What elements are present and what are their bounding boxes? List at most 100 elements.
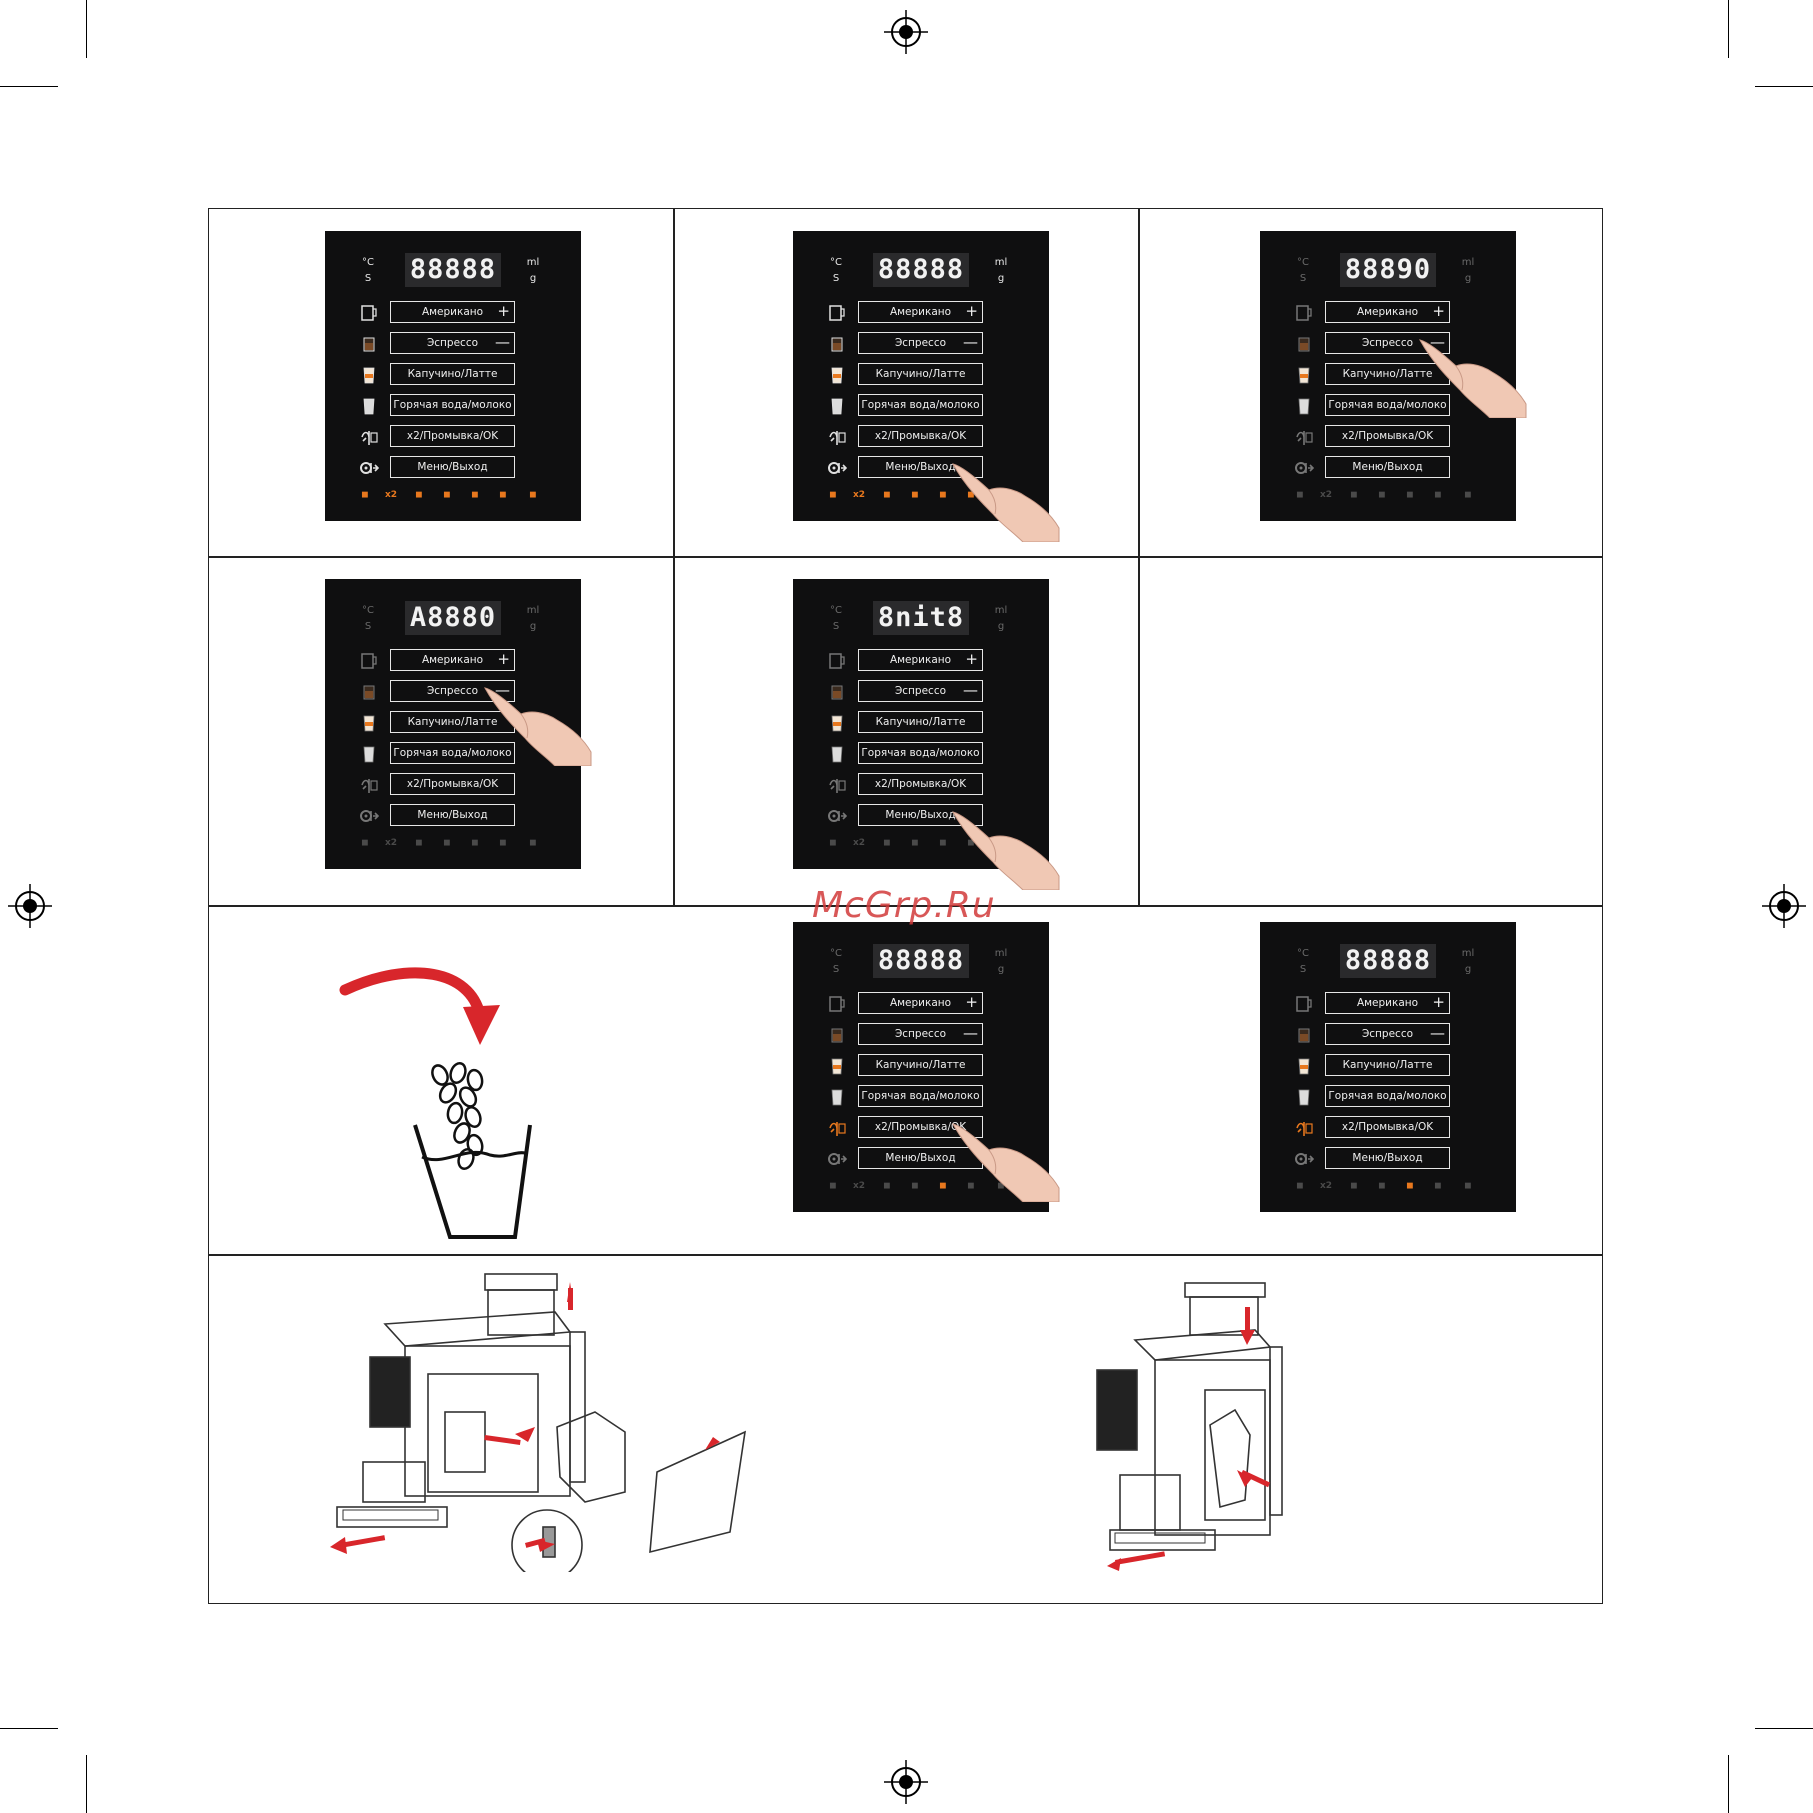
americano-button[interactable]: Американо+ xyxy=(1325,301,1450,323)
water-glass-icon xyxy=(831,398,843,415)
coffee-bean-icon xyxy=(431,1062,484,1170)
menu-button[interactable]: Меню/Выход xyxy=(1325,1147,1450,1169)
americano-button[interactable]: Американо+ xyxy=(858,301,983,323)
rinse-icon xyxy=(829,779,846,793)
bean-icon: ◼ xyxy=(829,490,837,500)
espresso-button[interactable]: Эспрессо— xyxy=(390,332,515,354)
x2-indicator: x2 xyxy=(384,838,398,848)
x2-button[interactable]: x2/Промывка/OK xyxy=(858,773,983,795)
cappuccino-button[interactable]: Капучино/Латте xyxy=(390,711,515,733)
hotwater-button[interactable]: Горячая вода/молоко xyxy=(858,394,983,416)
panel-row: Эспрессо— xyxy=(1260,332,1516,356)
panel-row: Капучино/Латте xyxy=(1260,363,1516,387)
espresso-button[interactable]: Эспрессо— xyxy=(1325,1023,1450,1045)
crop-mark xyxy=(86,1755,87,1813)
tank-icon: ◼ xyxy=(911,1181,919,1191)
plus-sign: + xyxy=(965,650,978,668)
espresso-button[interactable]: Эспрессо— xyxy=(858,332,983,354)
espresso-button[interactable]: Эспрессо— xyxy=(858,680,983,702)
x2-button[interactable]: x2/Промывка/OK xyxy=(1325,1116,1450,1138)
brew-unit-removal-illustration xyxy=(330,1273,747,1572)
menu-exit-icon xyxy=(828,462,847,474)
x2-button[interactable]: x2/Промывка/OK xyxy=(390,773,515,795)
menu-exit-icon xyxy=(1295,462,1314,474)
espresso-button[interactable]: Эспрессо— xyxy=(390,680,515,702)
crop-mark xyxy=(0,1728,58,1729)
panel-row: Американо+ xyxy=(793,992,1049,1016)
hotwater-button[interactable]: Горячая вода/молоко xyxy=(1325,394,1450,416)
hotwater-button[interactable]: Горячая вода/молоко xyxy=(390,742,515,764)
americano-button[interactable]: Американо+ xyxy=(858,992,983,1014)
grounds-icon: ◼ xyxy=(1434,490,1442,500)
panel-row: Капучино/Латте xyxy=(793,711,1049,735)
hotwater-button[interactable]: Горячая вода/молоко xyxy=(858,742,983,764)
panel-row: x2/Промывка/OK xyxy=(793,773,1049,797)
rinse-icon xyxy=(361,431,378,445)
espresso-cup-icon xyxy=(363,337,375,352)
menu-exit-icon xyxy=(828,810,847,822)
cappuccino-button[interactable]: Капучино/Латте xyxy=(390,363,515,385)
cappuccino-button[interactable]: Капучино/Латте xyxy=(858,711,983,733)
pour-arrow-icon xyxy=(339,967,486,1021)
cappuccino-button[interactable]: Капучино/Латте xyxy=(858,1054,983,1076)
rinse-icon xyxy=(829,1122,846,1136)
espresso-button[interactable]: Эспрессо— xyxy=(858,1023,983,1045)
espresso-button[interactable]: Эспрессо— xyxy=(1325,332,1450,354)
panel-row: Меню/Выход xyxy=(793,1147,1049,1171)
panel-row: Эспрессо— xyxy=(1260,1023,1516,1047)
grounds-icon: ◼ xyxy=(499,490,507,500)
menu-button[interactable]: Меню/Выход xyxy=(858,804,983,826)
grounds-icon: ◼ xyxy=(1434,1181,1442,1191)
menu-button[interactable]: Меню/Выход xyxy=(858,456,983,478)
menu-button[interactable]: Меню/Выход xyxy=(390,456,515,478)
x2-indicator: x2 xyxy=(852,1181,866,1191)
menu-button[interactable]: Меню/Выход xyxy=(390,804,515,826)
cappuccino-button[interactable]: Капучино/Латте xyxy=(858,363,983,385)
x2-button[interactable]: x2/Промывка/OK xyxy=(858,1116,983,1138)
panel-row: x2/Промывка/OK xyxy=(1260,1116,1516,1140)
latte-glass-icon xyxy=(1298,367,1310,384)
water-glass-icon xyxy=(831,1089,843,1106)
led-display: 88888 xyxy=(873,944,969,978)
hotwater-button[interactable]: Горячая вода/молоко xyxy=(858,1085,983,1107)
grid-divider xyxy=(208,556,1603,558)
latte-glass-icon xyxy=(831,367,843,384)
mug-icon xyxy=(829,305,845,321)
crop-mark xyxy=(1728,1755,1729,1813)
americano-button[interactable]: Американо+ xyxy=(1325,992,1450,1014)
rinse-icon xyxy=(1296,1122,1313,1136)
espresso-cup-icon xyxy=(831,337,843,352)
panel-row: Горячая вода/молоко xyxy=(325,742,581,766)
minus-sign: — xyxy=(1430,333,1445,351)
latte-glass-icon xyxy=(363,367,375,384)
americano-button[interactable]: Американо+ xyxy=(390,301,515,323)
grounds-icon: ◼ xyxy=(967,490,975,500)
espresso-cup-icon xyxy=(1298,337,1310,352)
rinse-icon xyxy=(829,431,846,445)
americano-button[interactable]: Американо+ xyxy=(858,649,983,671)
descale-icon: ◼ xyxy=(939,1181,947,1191)
hotwater-button[interactable]: Горячая вода/молоко xyxy=(1325,1085,1450,1107)
hotwater-button[interactable]: Горячая вода/молоко xyxy=(390,394,515,416)
cappuccino-button[interactable]: Капучино/Латте xyxy=(1325,1054,1450,1076)
x2-button[interactable]: x2/Промывка/OK xyxy=(1325,425,1450,447)
cappuccino-button[interactable]: Капучино/Латте xyxy=(1325,363,1450,385)
x2-button[interactable]: x2/Промывка/OK xyxy=(390,425,515,447)
tank-icon: ◼ xyxy=(443,490,451,500)
minus-sign: — xyxy=(495,681,510,699)
americano-button[interactable]: Американо+ xyxy=(390,649,515,671)
espresso-cup-icon xyxy=(831,1028,843,1043)
plus-sign: + xyxy=(1432,302,1445,320)
menu-button[interactable]: Меню/Выход xyxy=(1325,456,1450,478)
x2-button[interactable]: x2/Промывка/OK xyxy=(858,425,983,447)
plus-sign: + xyxy=(965,993,978,1011)
menu-button[interactable]: Меню/Выход xyxy=(858,1147,983,1169)
descale-icon: ◼ xyxy=(1406,490,1414,500)
panel-row: x2/Промывка/OK xyxy=(1260,425,1516,449)
panel-row: Меню/Выход xyxy=(793,804,1049,828)
